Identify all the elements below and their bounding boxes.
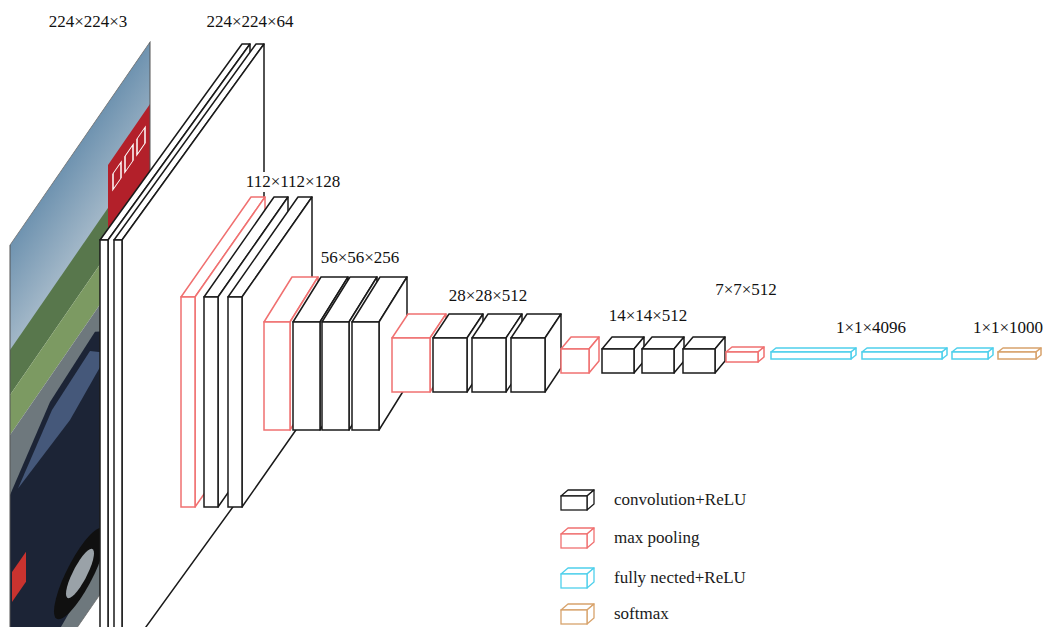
legend-swatch (557, 601, 597, 627)
legend-label: max pooling (614, 528, 699, 548)
block-front (293, 322, 320, 430)
dimension-label: 56×56×256 (319, 248, 402, 268)
block-front (472, 338, 506, 392)
block-side (587, 528, 594, 548)
sign-digit (125, 145, 133, 173)
legend-row: softmax (557, 600, 669, 627)
fc-layer (771, 348, 856, 359)
block-front (352, 322, 379, 430)
legend-row: convolution+ReLU (557, 486, 746, 514)
block-front (114, 240, 122, 627)
block-side (122, 44, 264, 627)
block-front (264, 322, 290, 430)
dimension-label: 112×112×128 (244, 172, 342, 192)
dimension-label: 1×1×1000 (971, 318, 1045, 338)
fc-layer (862, 348, 947, 359)
dimension-label: 1×1×4096 (834, 318, 908, 338)
block-front (642, 349, 674, 373)
block-front (771, 352, 851, 359)
block-front (952, 352, 988, 359)
block-front (392, 338, 430, 392)
legend-swatch (557, 487, 597, 513)
pool-layer (726, 347, 764, 362)
conv-layer (511, 314, 561, 392)
legend-swatch (557, 565, 597, 591)
block-front (602, 349, 634, 373)
block-front (561, 574, 587, 588)
block-front (511, 338, 545, 392)
legend-swatch (557, 525, 597, 551)
legend-label: convolution+ReLU (614, 490, 746, 510)
block-side (587, 568, 594, 588)
car-window (18, 325, 108, 496)
block-side (545, 314, 561, 392)
block-front (561, 610, 587, 624)
pool-layer (561, 337, 599, 373)
block-front (100, 240, 108, 627)
legend-label: fully nected+ReLU (614, 568, 746, 588)
block-side (715, 337, 725, 373)
dimension-label: 7×7×512 (713, 280, 779, 300)
fc-layer (952, 348, 993, 359)
block-front (998, 352, 1036, 359)
conv-layer (642, 337, 684, 373)
conv-layer (602, 337, 644, 373)
car-rim (66, 539, 94, 608)
block-front (561, 349, 589, 373)
car-wheel (54, 510, 106, 627)
block-front (204, 297, 218, 507)
block-front (683, 349, 715, 373)
sign-digit (113, 162, 121, 190)
block-front (726, 352, 758, 362)
conv-layer (114, 44, 264, 627)
dimension-label: 224×224×3 (47, 12, 130, 32)
block-side (587, 490, 594, 510)
dimension-label: 28×28×512 (447, 286, 530, 306)
block-side (589, 337, 599, 373)
legend-row: max pooling (557, 524, 699, 552)
block-front (561, 534, 587, 548)
legend-row: fully nected+ReLU (557, 564, 746, 592)
block-front (561, 496, 587, 510)
dimension-label: 224×224×64 (204, 12, 295, 32)
car-light (12, 552, 26, 602)
softmax-layer (998, 348, 1041, 359)
conv-layer (683, 337, 725, 373)
block-side (758, 347, 764, 362)
block-side (587, 604, 594, 624)
legend-label: softmax (614, 604, 669, 624)
block-front (228, 297, 242, 507)
block-front (862, 352, 942, 359)
block-front (433, 338, 467, 392)
sign-digit (137, 127, 145, 155)
dimension-label: 14×14×512 (607, 306, 690, 326)
block-front (181, 297, 195, 507)
block-front (322, 322, 349, 430)
